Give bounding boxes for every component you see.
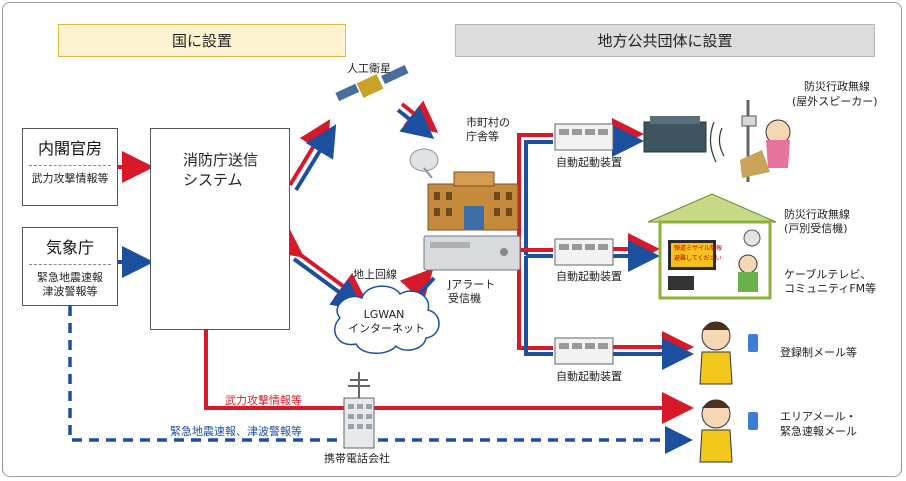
- cable-label-2: コミュニティFM等: [784, 282, 877, 295]
- cabinet-title: 内閣官房: [37, 139, 102, 158]
- carrier-tower-icon: [343, 372, 375, 449]
- arrow-attack-info-to-area-mail: [204, 330, 694, 424]
- carrier-label: 携帯電話会社: [324, 452, 390, 465]
- jma-title: 気象庁: [45, 238, 94, 257]
- quake-info-label: 緊急地震速報、津波警報等: [170, 425, 302, 438]
- area-mail-label-2: 緊急速報メール: [780, 425, 857, 438]
- satellite-icon: [335, 64, 409, 102]
- jalert-label-2: 受信機: [448, 292, 481, 305]
- person-phone-registered-mail-icon: [699, 321, 758, 385]
- auto-device-2-icon: [554, 238, 614, 266]
- auto-device-label-3: 自動起動装置: [556, 370, 622, 383]
- lgwan-label-1: LGWAN: [363, 308, 405, 321]
- area-mail-label-1: エリアメール・: [780, 410, 857, 423]
- municipal-label-2: 庁舎等: [466, 130, 499, 143]
- arrow-quake-info-to-area-mail: [68, 306, 693, 454]
- jma-info-2: 津波警報等: [42, 285, 98, 298]
- jma-info-1: 緊急地震速報: [37, 271, 103, 284]
- header-national-label: 国に設置: [171, 32, 232, 50]
- outdoor-label-1: 防災行政無線: [804, 80, 870, 93]
- cabinet-secretariat-box: 内閣官房 武力攻撃情報等: [22, 128, 118, 206]
- person-phone-area-mail-icon: [699, 399, 758, 463]
- jalert-receiver-icon: [423, 235, 521, 271]
- outdoor-speaker-pole-icon: [709, 100, 791, 182]
- jma-divider: [29, 264, 111, 265]
- outdoor-radio-console-icon: [643, 116, 707, 153]
- cabinet-info: 武力攻撃情報等: [31, 172, 109, 185]
- jalert-label-1: Jアラート: [448, 278, 496, 291]
- header-local-label: 地方公共団体に設置: [597, 32, 733, 50]
- municipal-building-icon: [427, 171, 519, 231]
- auto-device-3-icon: [554, 337, 614, 365]
- header-national: 国に設置: [58, 24, 346, 57]
- household-label-2: (戸別受信機): [784, 222, 848, 235]
- municipal-dish-icon: [409, 148, 439, 179]
- arrow-satellite-to-municipal: [396, 100, 439, 139]
- household-label-1: 防災行政無線: [784, 208, 850, 221]
- arrow-fdma-to-satellite: [288, 119, 337, 192]
- outdoor-label-2: (屋外スピーカー): [792, 95, 878, 108]
- header-local: 地方公共団体に設置: [455, 24, 875, 57]
- fdma-label-1: 消防庁送信: [183, 151, 259, 169]
- ground-line-label: 地上回線: [353, 268, 397, 281]
- distribution-lines: [517, 133, 553, 356]
- fdma-label-2: システム: [183, 171, 243, 189]
- municipal-label-1: 市町村の: [466, 116, 510, 129]
- auto-device-label-2: 自動起動装置: [556, 270, 622, 283]
- tv-screen-text-1: 弾道ミサイル情報: [674, 245, 723, 252]
- auto-device-1-icon: [554, 123, 614, 151]
- tv-screen-text-2: 避難してください: [674, 255, 722, 262]
- auto-device-label-1: 自動起動装置: [556, 156, 622, 169]
- lgwan-cloud: [334, 285, 440, 354]
- satellite-label: 人工衛星: [347, 62, 391, 75]
- lgwan-label-2: インターネット: [348, 322, 425, 335]
- arrows-devices-to-outputs: [612, 118, 694, 370]
- jma-box: 気象庁 緊急地震速報 津波警報等: [22, 227, 118, 306]
- fdma-system-box: [150, 128, 290, 330]
- cabinet-divider: [29, 165, 111, 166]
- house-icon: [647, 193, 777, 300]
- attack-info-label: 武力攻撃情報等: [225, 394, 302, 407]
- registered-mail-label: 登録制メール等: [780, 346, 857, 359]
- cable-label-1: ケーブルテレビ、: [784, 268, 872, 281]
